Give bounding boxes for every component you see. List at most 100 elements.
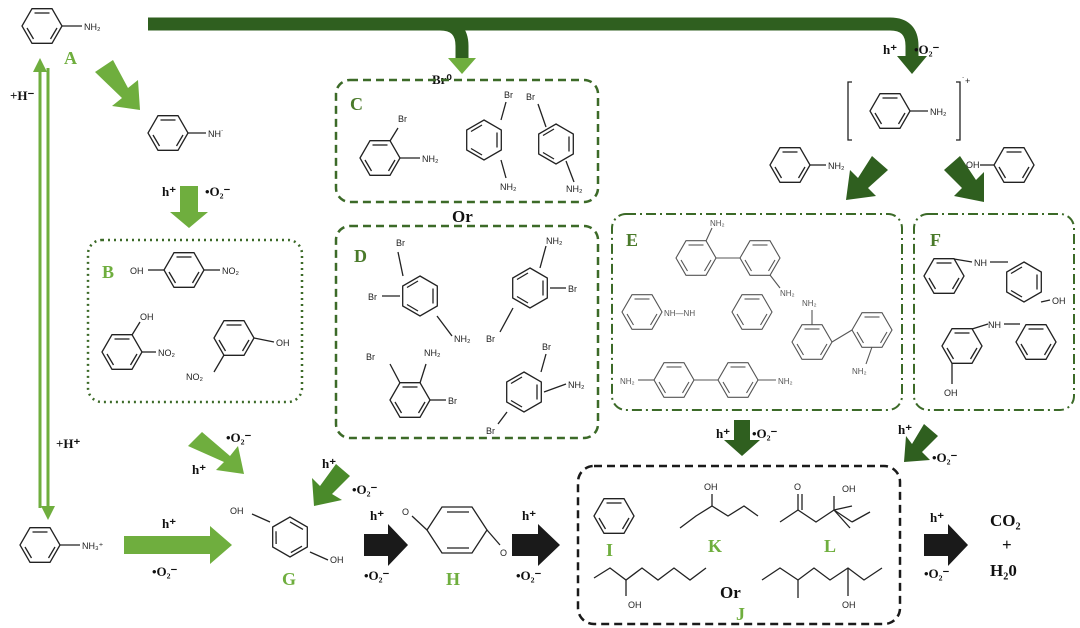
- 3-4-dibromoaniline: Br Br NH₂: [368, 238, 471, 344]
- svg-text:Br: Br: [398, 114, 407, 124]
- svg-text:Br: Br: [542, 342, 551, 352]
- arrow-e-to-box: [724, 420, 760, 456]
- h-plus-gh: h⁺: [370, 508, 384, 523]
- label-d: D: [354, 246, 367, 266]
- svg-text:OH: OH: [130, 266, 144, 276]
- o2-top-right: •O₂⁻: [914, 42, 940, 57]
- svg-text:OH: OH: [966, 160, 980, 170]
- 3-nitrophenol: OH NO₂: [186, 320, 290, 382]
- label-e: E: [626, 230, 638, 250]
- svg-text:Br: Br: [368, 292, 377, 302]
- h-plus-e: h⁺: [716, 426, 730, 441]
- top-arrows: [148, 17, 927, 74]
- box-f: [913, 213, 1075, 411]
- o2-final: •O₂⁻: [924, 566, 950, 581]
- h-plus-f: h⁺: [898, 422, 912, 437]
- svg-text:NO₂: NO₂: [186, 372, 204, 382]
- 3-hydroxydiphenylamine: NH OH: [941, 320, 1057, 398]
- arrow-to-f: [944, 156, 984, 202]
- svg-text:OH: OH: [230, 506, 244, 516]
- h-plus-final: h⁺: [930, 510, 944, 525]
- o2-left: •O₂⁻: [205, 184, 231, 199]
- svg-text:NH₃⁺: NH₃⁺: [82, 541, 104, 551]
- equilibrium-arrows: [33, 58, 55, 520]
- svg-text:NH˙: NH˙: [208, 129, 224, 139]
- 2-bromoaniline: Br NH₂: [359, 114, 439, 176]
- svg-text:OH: OH: [628, 600, 642, 610]
- arrow-to-e: [846, 156, 888, 200]
- svg-text:NH₂: NH₂: [930, 107, 947, 117]
- or-cd: Or: [452, 207, 473, 226]
- svg-text:Br: Br: [568, 284, 577, 294]
- svg-text:NH₂: NH₂: [778, 377, 793, 386]
- label-a: A: [64, 48, 77, 68]
- svg-text:NH: NH: [988, 320, 1001, 330]
- cyclohexadiene-i: [593, 498, 635, 534]
- svg-text:OH: OH: [330, 555, 344, 565]
- svg-text:OH: OH: [842, 600, 856, 610]
- svg-text:NH₂: NH₂: [454, 334, 471, 344]
- arrow-radical-to-b: [170, 186, 208, 228]
- 4-bromoaniline: Br NH₂: [526, 92, 583, 194]
- svg-text:Br: Br: [486, 426, 495, 436]
- svg-text:NH₂: NH₂: [780, 289, 795, 298]
- h-plus-left: h⁺: [162, 184, 176, 199]
- aniline-molecule-a: NH₂: [21, 8, 101, 44]
- arrow-to-co2: [924, 524, 968, 566]
- svg-text:OH: OH: [704, 482, 718, 492]
- or-j: Or: [720, 583, 741, 602]
- arrow-f-to-box: [904, 424, 938, 462]
- box-ijkl: [576, 464, 902, 626]
- svg-text:Br: Br: [448, 396, 457, 406]
- svg-text:OH: OH: [276, 338, 290, 348]
- svg-text:NH₂: NH₂: [546, 236, 563, 246]
- svg-text:NH₂: NH₂: [424, 348, 441, 358]
- o2-hb: •O₂⁻: [516, 568, 542, 583]
- svg-text:O: O: [794, 482, 801, 492]
- svg-text:NH₂: NH₂: [852, 367, 867, 376]
- phenol-near-f: OH: [966, 147, 1035, 183]
- arrow-anilinium-to-g: [124, 526, 232, 564]
- arrow-b-to-g: [188, 432, 244, 474]
- label-j: J: [736, 604, 745, 624]
- svg-text:NO₂: NO₂: [158, 348, 176, 358]
- svg-text:NH—NH: NH—NH: [664, 309, 695, 318]
- label-g: G: [282, 569, 296, 589]
- svg-text:O: O: [500, 548, 507, 558]
- svg-text:NH₂: NH₂: [422, 154, 439, 164]
- svg-text:NH: NH: [974, 258, 987, 268]
- h2o-product: H₂0: [990, 561, 1017, 580]
- o2-bg: •O₂⁻: [226, 430, 252, 445]
- 2-5-dibromoaniline: Br NH₂ Br: [486, 342, 585, 436]
- 2-nitrophenol: OH NO₂: [101, 312, 176, 370]
- box-b: [86, 238, 304, 404]
- o2-bottom: •O₂⁻: [152, 564, 178, 579]
- box-d: [334, 224, 600, 440]
- label-l: L: [824, 536, 836, 556]
- aniline-near-e: NH₂: [769, 147, 845, 183]
- h-plus-top-right: h⁺: [883, 42, 897, 57]
- plus-sign: +: [1002, 535, 1012, 554]
- svg-text:Br: Br: [526, 92, 535, 102]
- svg-text:OH: OH: [1052, 296, 1066, 306]
- svg-text:NH₂: NH₂: [568, 380, 585, 390]
- svg-text:OH: OH: [842, 484, 856, 494]
- arrow-a-to-radical: [95, 60, 140, 110]
- o2-gh: •O₂⁻: [364, 568, 390, 583]
- 2-3-diaminobiphenyl: NH₂ NH₂: [675, 219, 795, 298]
- hydroquinone-g: OH OH: [230, 506, 344, 565]
- benzidine: NH₂ NH₂: [620, 362, 793, 398]
- o2-e: •O₂⁻: [752, 426, 778, 441]
- 2-2-diaminobiphenyl: NH₂ NH₂: [791, 299, 893, 376]
- svg-text:NH₂: NH₂: [566, 184, 583, 194]
- box-c: [334, 78, 600, 204]
- svg-text:Br: Br: [396, 238, 405, 248]
- svg-text:OH: OH: [944, 388, 958, 398]
- h-plus-hb: h⁺: [522, 508, 536, 523]
- 3-bromoaniline: Br NH₂: [466, 90, 517, 192]
- octan-3-ol-j1: OH: [593, 567, 707, 610]
- label-f: F: [930, 230, 941, 250]
- co2-product: CO₂: [990, 511, 1021, 530]
- methyl-heptanol-j2: OH: [761, 567, 883, 610]
- svg-text:NH₂: NH₂: [84, 22, 101, 32]
